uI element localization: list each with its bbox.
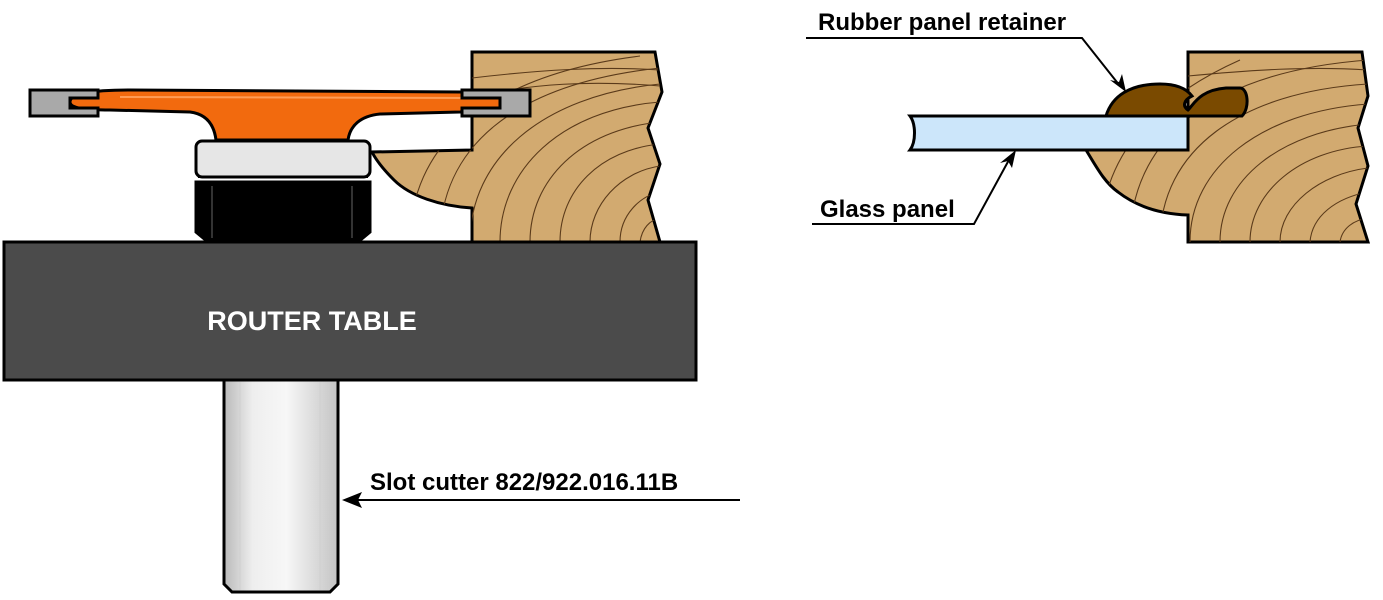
router-table: ROUTER TABLE xyxy=(2,240,698,382)
rubber-panel-retainer xyxy=(1103,82,1249,118)
glass-panel-label: Glass panel xyxy=(820,196,955,223)
router-table-label: ROUTER TABLE xyxy=(207,306,417,336)
workpiece-left xyxy=(369,50,664,244)
glass-panel xyxy=(907,114,1190,152)
rubber-retainer-callout: Rubber panel retainer xyxy=(806,9,1126,92)
slot-cutter-label: Slot cutter 822/922.016.11B xyxy=(370,469,678,496)
guide-bearing xyxy=(194,139,372,179)
glass-panel-callout: Glass panel xyxy=(812,150,1016,225)
carbide-tip-right xyxy=(460,88,532,118)
lock-nut xyxy=(194,180,372,244)
carbide-tips xyxy=(28,88,532,118)
router-table-top xyxy=(2,240,698,382)
carbide-tip-left xyxy=(28,88,100,118)
rubber-retainer-label: Rubber panel retainer xyxy=(818,9,1066,36)
router-bit-shank xyxy=(222,378,340,594)
workpiece-left-body xyxy=(369,50,664,244)
slot-cutter-callout: Slot cutter 822/922.016.11B xyxy=(342,469,740,508)
slot-cutter-body xyxy=(68,88,512,142)
